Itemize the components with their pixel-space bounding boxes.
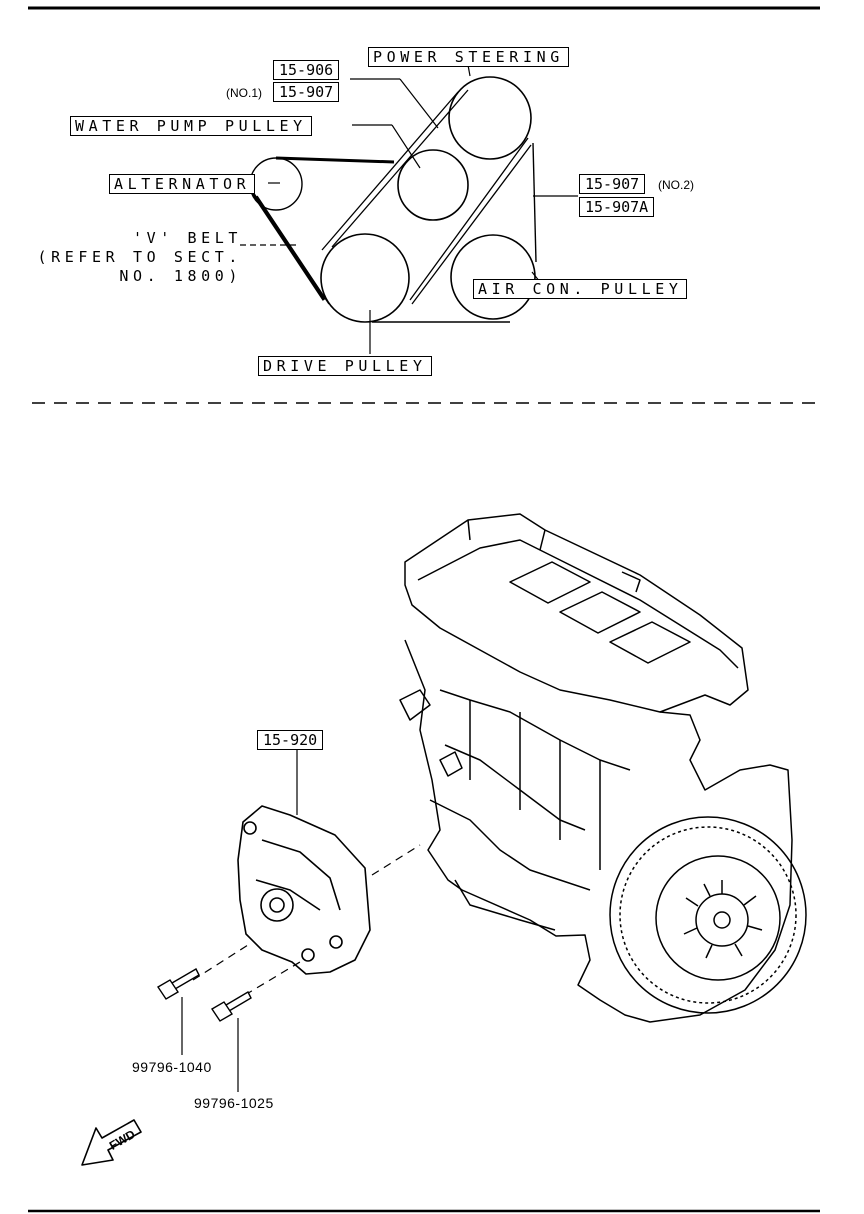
v-belt-note-line3: NO. 1800): [119, 267, 242, 285]
engine-block-outline: [404, 639, 793, 1023]
belt-segment: [321, 91, 459, 251]
v-belt-segment: [250, 191, 326, 301]
block-detail: [469, 700, 601, 870]
part-qualifier: (NO.1): [226, 86, 262, 100]
belt-segment: [411, 144, 532, 305]
drive-pulley-label: DRIVE PULLEY: [258, 356, 432, 376]
mounting-guide: [192, 944, 249, 981]
leader-line: [399, 78, 439, 129]
belt-segment: [409, 137, 529, 301]
part-number-box: 15-907A: [579, 197, 655, 217]
leader-line: [391, 124, 421, 169]
bracket-hole: [301, 948, 315, 962]
bracket-hole: [243, 821, 257, 835]
part-number-box: 15-907: [273, 82, 340, 102]
air-con-pulley-label: AIR CON. PULLEY: [473, 279, 688, 299]
part-qualifier: (NO.2): [658, 178, 694, 192]
bracket-boss: [269, 897, 285, 913]
clutch-center: [713, 911, 731, 929]
v-belt-note: 'V' BELT (REFER TO SECT. NO. 1800): [38, 229, 242, 286]
bolt-1025-head: [211, 1001, 233, 1022]
v-belt-segment: [275, 156, 395, 164]
fwd-arrow-icon: [81, 1119, 142, 1166]
bolts-drawing: [157, 968, 252, 1092]
water-pump-pulley: [397, 149, 469, 221]
power-steering-pulley: [448, 76, 532, 160]
bolt-1040-head: [157, 979, 179, 1000]
clutch-hub: [695, 893, 749, 947]
bracket-part-number: 15-920: [257, 730, 324, 750]
drive-pulley: [320, 233, 410, 323]
alternator-label: ALTERNATOR: [109, 174, 256, 194]
v-belt-note-line2: (REFER TO SECT.: [37, 248, 242, 266]
head-detail: [467, 519, 641, 593]
bolt-1025: [225, 991, 252, 1012]
belt-layout-drawing: [240, 64, 578, 354]
clutch-fingers: [683, 880, 763, 959]
bracket-detail: [255, 839, 341, 911]
power-steering-label: POWER STEERING: [368, 47, 569, 67]
alternator-bracket-drawing: [192, 750, 421, 996]
bolt-1040-part-number: 99796-1040: [132, 1059, 212, 1075]
air-con-pulley: [450, 234, 536, 320]
v-belt-note-line1: 'V' BELT: [132, 229, 242, 247]
flywheel-ring: [619, 826, 797, 1004]
bracket-outline: [237, 805, 371, 975]
part-number-box: 15-906: [273, 60, 340, 80]
engine-drawing: [399, 513, 807, 1023]
fwd-arrow: FWD: [81, 1119, 142, 1166]
bracket-hole: [329, 935, 343, 949]
belt-segment: [331, 89, 469, 248]
belt-segment: [532, 142, 537, 263]
block-detail: [399, 689, 463, 777]
bracket-boss: [260, 888, 294, 922]
clutch-cover: [655, 855, 781, 981]
v-belt-segment: [256, 195, 330, 305]
head-detail: [509, 561, 691, 664]
water-pump-pulley-label: WATER PUMP PULLEY: [70, 116, 312, 136]
mounting-guide: [244, 961, 301, 996]
engine-head-outline: [404, 513, 749, 713]
flywheel: [609, 816, 807, 1014]
bolt-1025-part-number: 99796-1025: [194, 1095, 274, 1111]
oil-pan: [454, 879, 556, 931]
mounting-guide: [371, 844, 421, 876]
part-number-box: 15-907: [579, 174, 646, 194]
head-detail: [417, 539, 739, 669]
